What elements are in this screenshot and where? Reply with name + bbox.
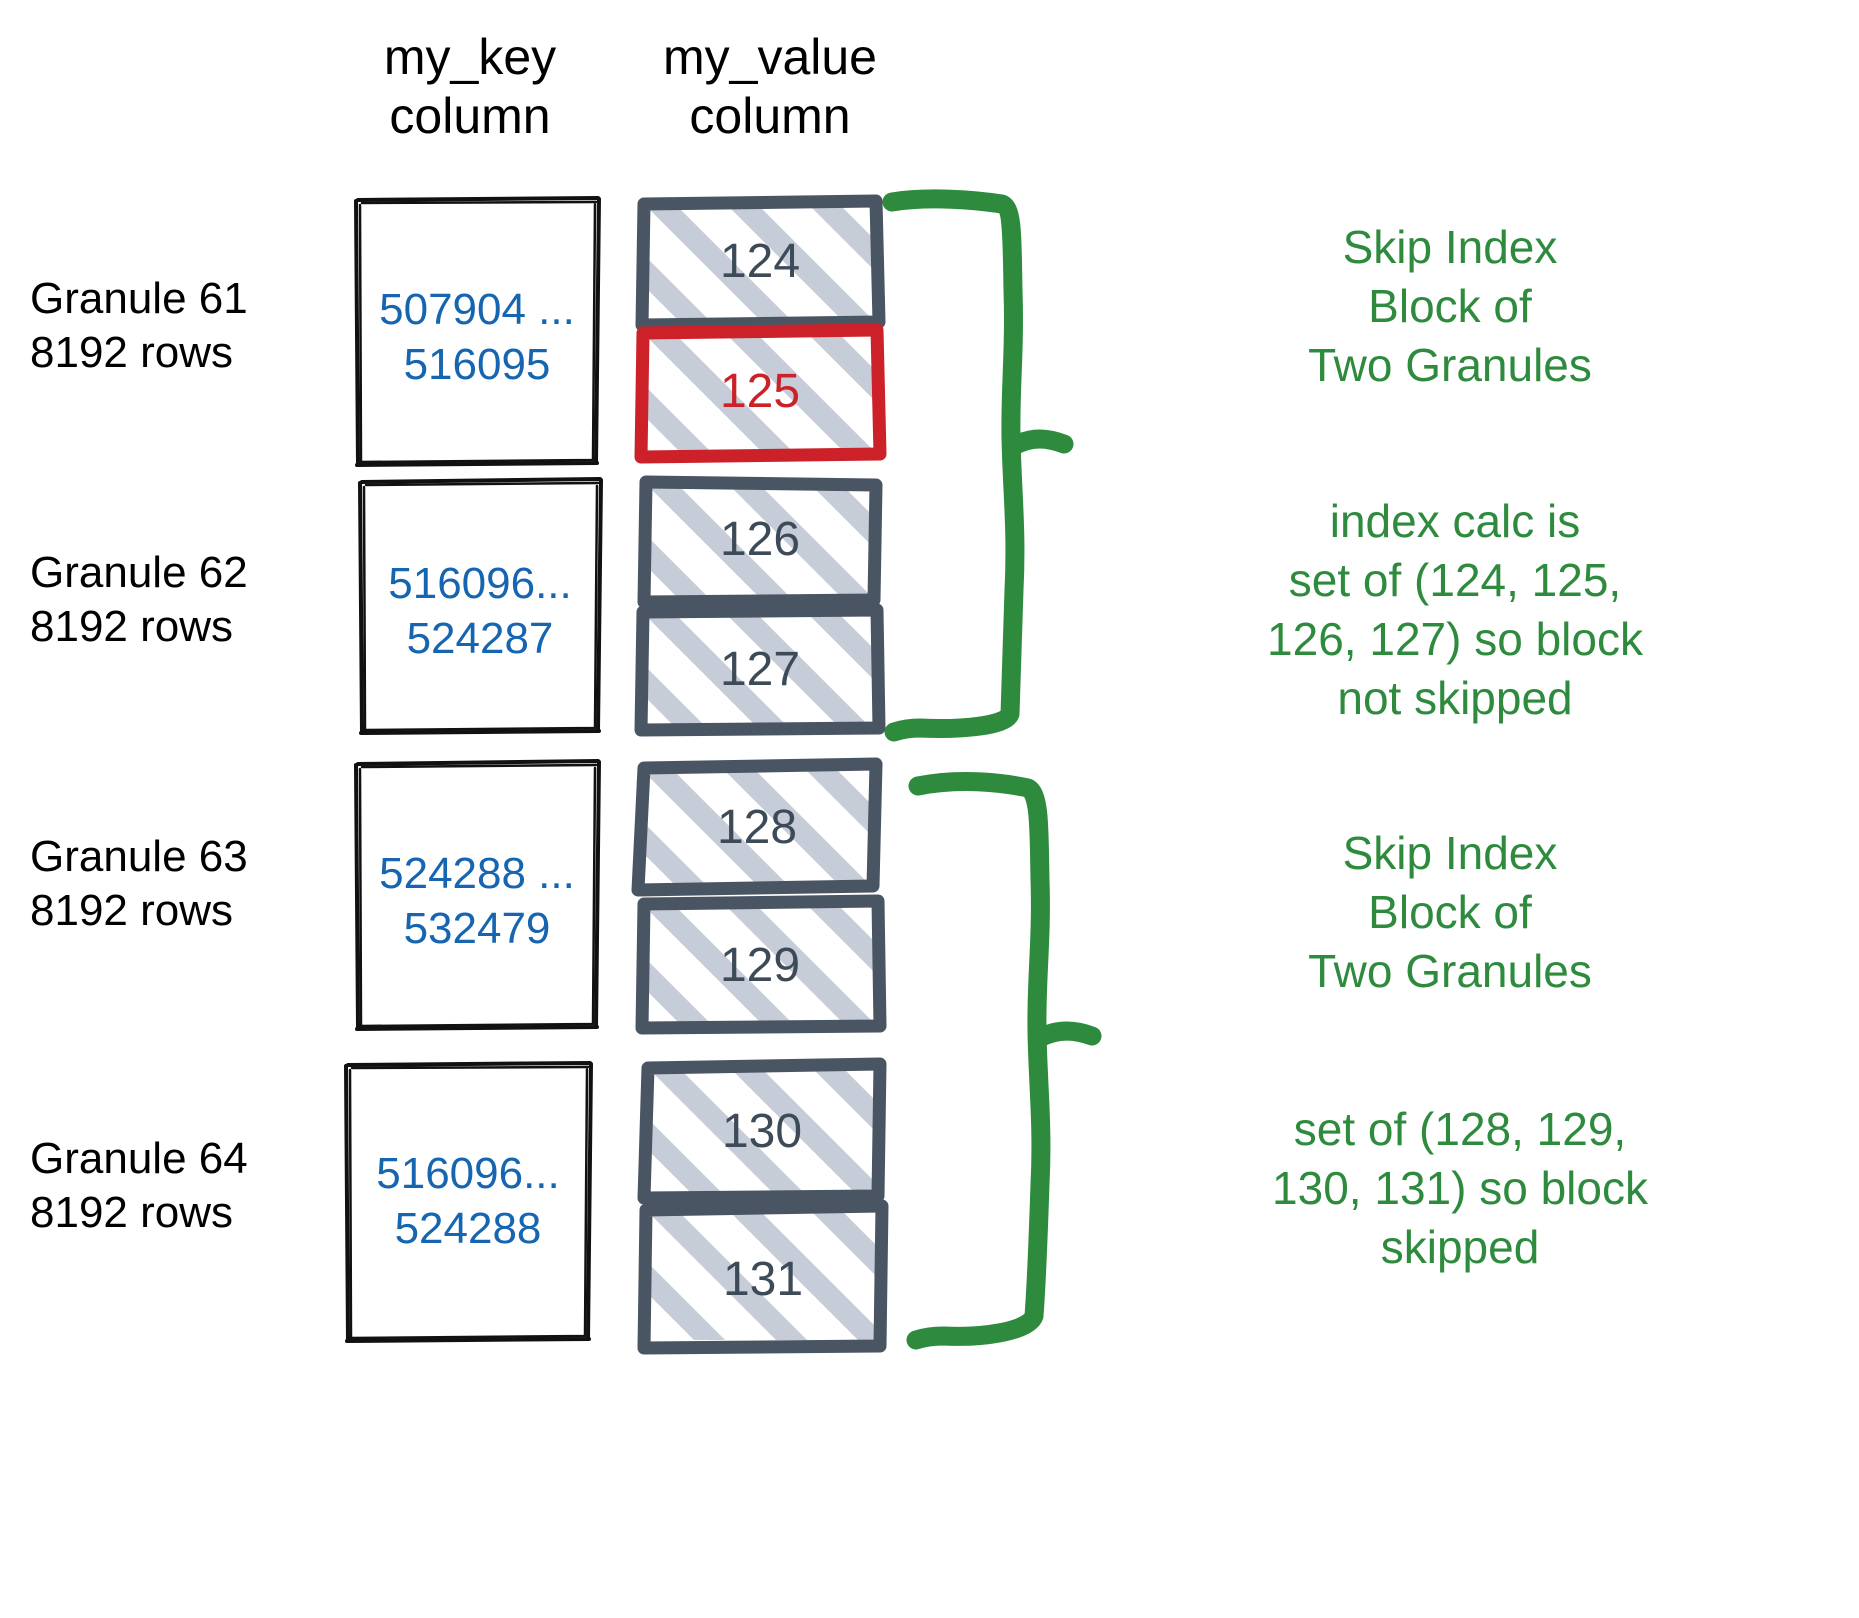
granule-label-62: Granule 62 8192 rows	[30, 548, 248, 651]
annotation-set-skipped: set of (128, 129, 130, 131) so block ski…	[1272, 1103, 1648, 1273]
value-text-128: 128	[716, 801, 798, 854]
value-text-125: 125	[719, 365, 801, 418]
granule-label-63: Granule 63 8192 rows	[30, 832, 248, 935]
value-text-129: 129	[719, 939, 801, 992]
value-box-127: 127	[634, 603, 886, 737]
value-text-124: 124	[719, 235, 801, 288]
key-range-granule-64: 516096... 524288	[376, 1149, 560, 1253]
key-range-granule-63: 524288 ... 532479	[379, 849, 575, 953]
value-box-130: 130	[636, 1056, 888, 1206]
value-box-131: 131	[636, 1199, 890, 1356]
key-box-granule-64: 516096... 524288	[342, 1060, 594, 1343]
annotation-skip-index-block-2: Skip Index Block of Two Granules	[1308, 827, 1592, 997]
key-range-granule-62: 516096... 524287	[388, 559, 572, 663]
granule-label-64: Granule 64 8192 rows	[30, 1134, 248, 1237]
key-box-granule-62: 516096... 524287	[356, 476, 604, 735]
skip-index-bracket-1	[880, 180, 1100, 750]
value-text-130: 130	[721, 1105, 803, 1158]
key-box-granule-63: 524288 ... 532479	[352, 758, 602, 1031]
column-header-my-key: my_key column	[383, 29, 557, 144]
value-box-126: 126	[637, 475, 883, 609]
value-text-126: 126	[719, 513, 801, 566]
value-text-127: 127	[719, 643, 801, 696]
key-box-granule-61: 507904 ... 516095	[352, 196, 602, 467]
key-range-granule-61: 507904 ... 516095	[379, 285, 575, 389]
value-text-131: 131	[722, 1253, 804, 1306]
value-box-128: 128	[630, 757, 884, 898]
value-box-125: 125	[634, 323, 887, 464]
annotation-index-calc-not-skipped: index calc is set of (124, 125, 126, 127…	[1267, 495, 1643, 724]
granule-label-61: Granule 61 8192 rows	[30, 274, 248, 377]
column-header-my-value: my_value column	[663, 29, 877, 144]
value-box-129: 129	[634, 894, 887, 1035]
value-box-124: 124	[635, 194, 886, 332]
annotation-skip-index-block-1: Skip Index Block of Two Granules	[1308, 221, 1592, 391]
